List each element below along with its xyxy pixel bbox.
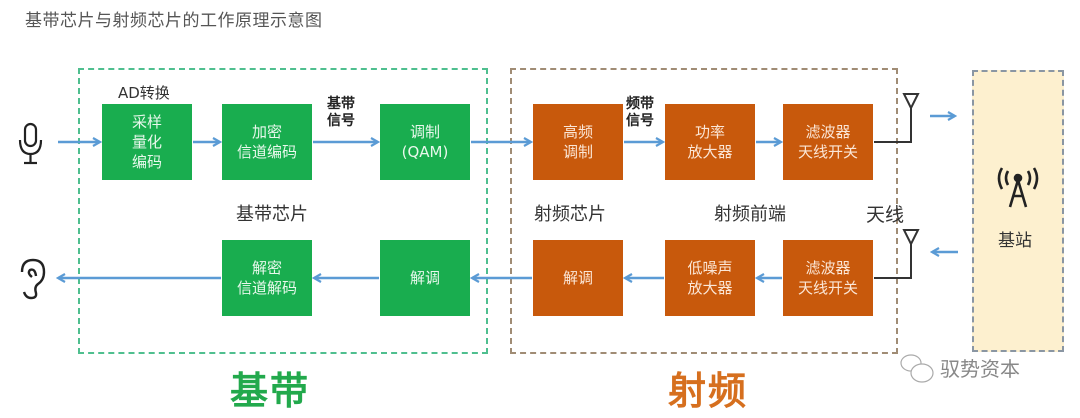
baseband-region bbox=[78, 68, 488, 354]
baseband-demodulation-block: 解调 bbox=[380, 240, 470, 316]
ad-conversion-label: AD转换 bbox=[118, 84, 170, 102]
base-station-label: 基站 bbox=[998, 231, 1032, 251]
rf-demodulation-block: 解调 bbox=[533, 240, 623, 316]
tx-antenna-icon bbox=[874, 93, 920, 143]
hf-modulation-block: 高频 调制 bbox=[533, 104, 623, 180]
ear-icon bbox=[20, 258, 46, 300]
power-amplifier-block: 功率 放大器 bbox=[665, 104, 755, 180]
modulation-qam-block: 调制 (QAM) bbox=[380, 104, 470, 180]
diagram-title: 基带芯片与射频芯片的工作原理示意图 bbox=[25, 11, 323, 31]
baseband-chip-label: 基带芯片 bbox=[236, 204, 308, 225]
encrypt-channel-encode-block: 加密 信道编码 bbox=[222, 104, 312, 180]
rf-chip-label: 射频芯片 bbox=[534, 204, 606, 225]
sampling-quantize-encode-block: 采样 量化 编码 bbox=[102, 104, 192, 180]
tx-filter-antenna-switch-block: 滤波器 天线开关 bbox=[783, 104, 873, 180]
microphone-icon bbox=[18, 122, 43, 165]
wechat-icon bbox=[900, 354, 934, 383]
cell-tower-icon bbox=[997, 167, 1039, 208]
watermark-text: 驭势资本 bbox=[940, 357, 1020, 381]
baseband-signal-label: 基带 信号 bbox=[327, 96, 355, 129]
band-signal-label: 频带 信号 bbox=[626, 96, 654, 129]
base-station-region bbox=[972, 70, 1064, 352]
antenna-label: 天线 bbox=[866, 204, 905, 226]
rf-region-label: 射频 bbox=[668, 369, 749, 413]
decrypt-channel-decode-block: 解密 信道解码 bbox=[222, 240, 312, 316]
low-noise-amplifier-block: 低噪声 放大器 bbox=[665, 240, 755, 316]
rf-frontend-label: 射频前端 bbox=[714, 204, 786, 225]
rx-filter-antenna-switch-block: 滤波器 天线开关 bbox=[783, 240, 873, 316]
baseband-region-label: 基带 bbox=[230, 369, 311, 413]
rx-antenna-icon bbox=[874, 229, 920, 279]
rf-region bbox=[510, 68, 898, 354]
